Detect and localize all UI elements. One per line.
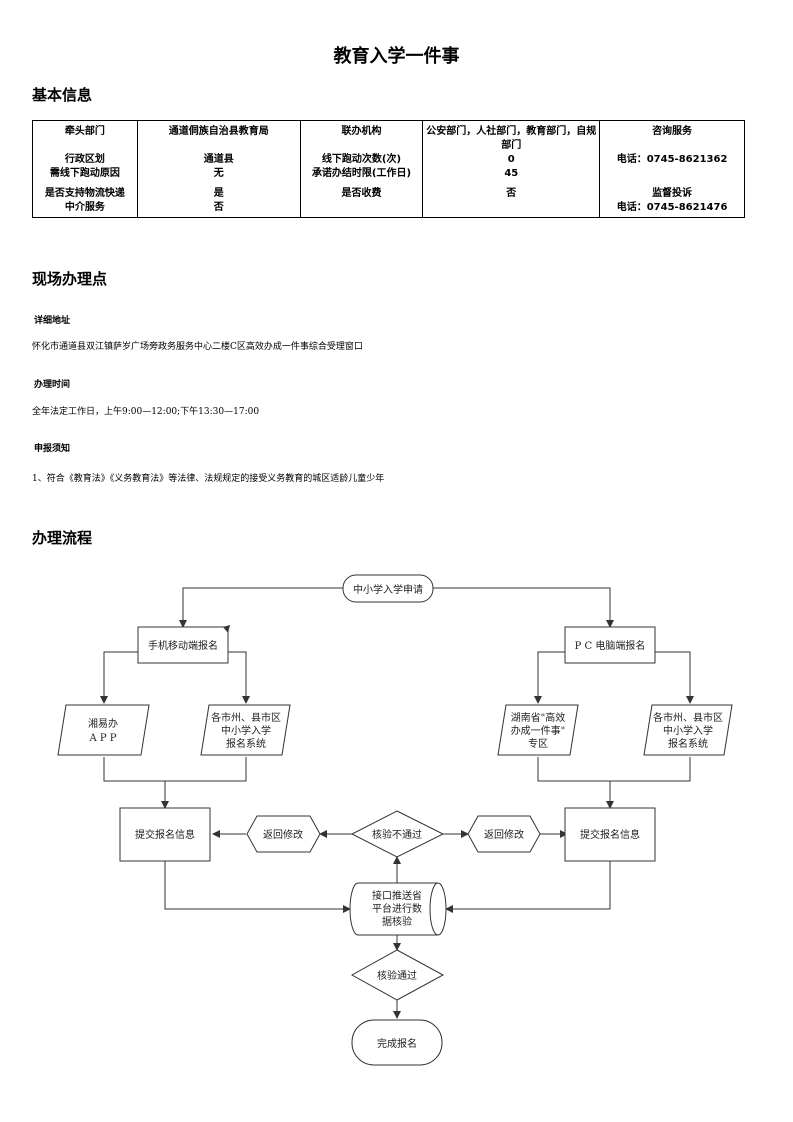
flow-pc-label: P C 电脑端报名 <box>575 639 646 652</box>
table-cell: 联办机构 <box>299 120 424 153</box>
flow-submit-right-label: 提交报名信息 <box>580 828 640 841</box>
flow-hunan-line3: 专区 <box>528 737 548 750</box>
table-cell: 通道侗族自治县教育局 <box>136 120 301 153</box>
table-row: 牵头部门 通道侗族自治县教育局 联办机构 公安部门，人社部门，教育部门，自规部门… <box>32 120 745 153</box>
table-cell: 是 <box>136 181 301 201</box>
table-cell: 需线下跑动原因 <box>32 167 138 181</box>
flow-interface-line2: 平台进行数 <box>372 902 422 915</box>
flow-return-left <box>246 815 321 853</box>
flow-city-left-line3: 报名系统 <box>226 737 266 750</box>
flow-interface-line1: 接口推送省 <box>372 889 422 902</box>
section-basic-info: 基本信息 <box>32 86 93 104</box>
notice-text: 1、符合《教育法》《义务教育法》等法律、法规规定的接受义务教育的城区适龄儿童少年 <box>32 474 385 484</box>
flow-start <box>342 574 434 603</box>
table-cell: 监督投诉 <box>599 181 745 201</box>
flow-city-right-line3: 报名系统 <box>668 737 708 750</box>
flow-return-left-label: 返回修改 <box>263 828 303 841</box>
address-label: 详细地址 <box>34 316 71 326</box>
table-cell: 0 <box>422 153 601 167</box>
flow-done <box>351 1019 443 1066</box>
flow-city-system-left <box>200 704 291 756</box>
table-cell: 通道县 <box>136 153 301 167</box>
table-cell: 线下跑动次数(次) <box>299 153 424 167</box>
table-cell: 行政区划 <box>32 153 138 167</box>
table-cell: 中介服务 <box>32 201 138 218</box>
table-cell: 否 <box>422 181 601 201</box>
flow-return-right-label: 返回修改 <box>484 828 524 841</box>
flow-verify-fail <box>350 810 445 858</box>
address-text: 怀化市通道县双江镇萨岁广场旁政务服务中心二楼C区高效办成一件事综合受理窗口 <box>32 342 363 352</box>
flow-city-system-right <box>643 704 733 756</box>
flow-mobile <box>137 626 229 664</box>
table-cell <box>422 201 601 218</box>
flow-verify-pass-label: 核验通过 <box>377 969 417 982</box>
table-cell: 电话：0745-8621476 <box>599 201 745 218</box>
table-cell: 承诺办结时限(工作日) <box>299 167 424 181</box>
flow-hunan-line1: 湖南省"高效 <box>511 711 566 724</box>
table-cell: 咨询服务 <box>599 120 745 153</box>
flow-xiangyiban-line1: 湘易办 <box>88 717 118 730</box>
flow-city-right-line2: 中小学入学 <box>663 724 713 737</box>
table-cell: 牵头部门 <box>32 120 138 153</box>
flow-mobile-label: 手机移动端报名 <box>148 639 218 652</box>
flow-verify-fail-label: 核验不通过 <box>372 828 422 841</box>
flow-verify-pass <box>350 949 445 1001</box>
flow-done-label: 完成报名 <box>377 1037 417 1050</box>
flow-xiangyiban <box>57 704 150 756</box>
notice-label: 申报须知 <box>34 444 71 454</box>
flow-return-right <box>467 815 541 853</box>
table-cell <box>299 201 424 218</box>
flow-submit-left <box>119 807 211 862</box>
table-row: 中介服务 否 电话：0745-8621476 <box>32 201 745 218</box>
table-cell: 是否收费 <box>299 181 424 201</box>
flow-city-left-line2: 中小学入学 <box>221 724 271 737</box>
flow-xiangyiban-line2: A P P <box>88 733 116 744</box>
flow-submit-right <box>564 807 656 862</box>
table-cell <box>599 167 745 181</box>
table-cell: 公安部门，人社部门，教育部门，自规部门 <box>422 120 601 153</box>
flow-hunan-line2: 办成一件事" <box>511 724 566 737</box>
flow-pc <box>564 626 656 664</box>
info-table: 牵头部门 通道侗族自治县教育局 联办机构 公安部门，人社部门，教育部门，自规部门… <box>32 120 745 218</box>
table-cell: 无 <box>136 167 301 181</box>
table-cell: 否 <box>136 201 301 218</box>
table-cell: 是否支持物流快递 <box>32 181 138 201</box>
flow-start-label: 中小学入学申请 <box>353 583 423 596</box>
table-row: 是否支持物流快递 是 是否收费 否 监督投诉 <box>32 181 745 201</box>
page-title: 教育入学一件事 <box>333 46 460 67</box>
flow-submit-left-label: 提交报名信息 <box>135 828 195 841</box>
flow-city-right-line1: 各市州、县市区 <box>653 711 723 724</box>
table-row: 行政区划 通道县 线下跑动次数(次) 0 电话：0745-8621362 <box>32 153 745 167</box>
table-cell: 45 <box>422 167 601 181</box>
flowchart: 中小学入学申请 手机移动端报名 P C 电脑端报名 湘易办 A P P 各市州、… <box>57 574 733 1066</box>
table-cell: 电话：0745-8621362 <box>599 153 745 167</box>
flow-interface-line3: 据核验 <box>382 915 412 928</box>
hours-text: 全年法定工作日，上午9:00—12:00;下午13:30—17:00 <box>32 407 260 417</box>
table-row: 需线下跑动原因 无 承诺办结时限(工作日) 45 <box>32 167 745 181</box>
section-flow: 办理流程 <box>32 529 93 547</box>
section-site: 现场办理点 <box>32 270 108 288</box>
flow-hunan-zone <box>497 704 579 756</box>
hours-label: 办理时间 <box>34 380 71 390</box>
flow-city-left-line1: 各市州、县市区 <box>211 711 281 724</box>
